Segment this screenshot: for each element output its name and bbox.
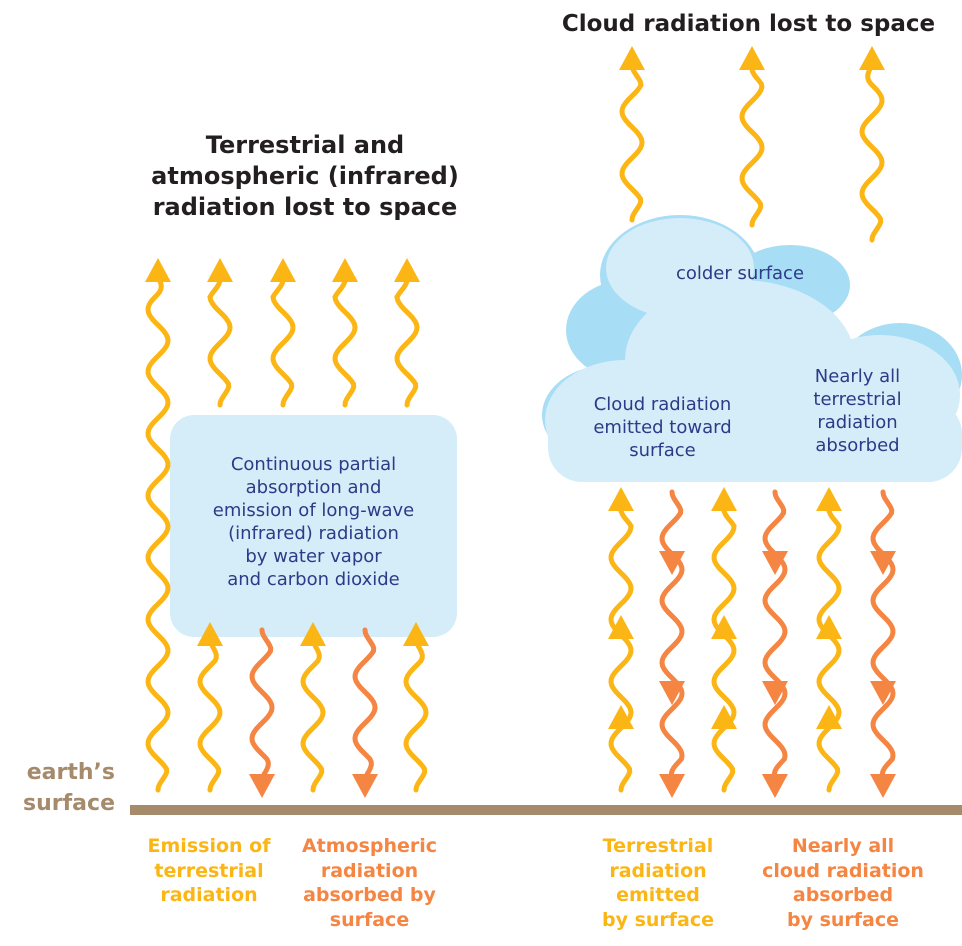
cloud-lost-arrow-3-wave bbox=[859, 66, 885, 243]
earth-surface-label: earth’s surface bbox=[23, 760, 115, 816]
terrestrial-lost-arrow-5-wave bbox=[394, 279, 420, 408]
cloud-absorbed-arrow-2-wave bbox=[762, 489, 788, 777]
cloud-space-title: Cloud radiation lost to space bbox=[561, 11, 936, 37]
atmos-absorbed-arrow-1-wave bbox=[249, 627, 275, 777]
radiation-arrows bbox=[145, 46, 896, 798]
cloud-absorbed-mid-head-a-3 bbox=[870, 551, 896, 575]
surface-emitted-mid-head-b-1 bbox=[608, 705, 634, 729]
terrestrial-lost-arrow-4-head bbox=[332, 258, 358, 282]
cloud-right-text: Nearly all terrestrial radiation absorbe… bbox=[813, 366, 902, 457]
cloud-left-text: Cloud radiation emitted toward surface bbox=[593, 394, 732, 462]
terrestrial-lost-arrow-2-head bbox=[207, 258, 233, 282]
surface-emitted-mid-head-a-1 bbox=[608, 615, 634, 639]
cloud-absorbed-arrow-3-wave bbox=[870, 489, 896, 777]
terrestrial-lost-arrow-5-head bbox=[394, 258, 420, 282]
cloud-absorbed-arrow-1-wave bbox=[659, 489, 685, 777]
terrestrial-lost-arrow-3-head bbox=[270, 258, 296, 282]
surface-emitted-arrow-3-head bbox=[816, 487, 842, 511]
emission-arrow-2-wave bbox=[300, 643, 326, 793]
emission-arrow-1-head bbox=[197, 622, 223, 646]
terrestrial-lost-arrow-4-wave bbox=[332, 279, 358, 408]
surface-emitted-arrow-1-head bbox=[608, 487, 634, 511]
atmosphere-box bbox=[170, 415, 457, 637]
surface-emitted-arrow-1-wave bbox=[608, 508, 634, 793]
label-terrestrial-emitted: Terrestrial radiation emitted by surface bbox=[601, 835, 715, 932]
terrestrial-space-title: Terrestrial and atmospheric (infrared) r… bbox=[151, 131, 459, 222]
cloud-lost-arrow-2-wave bbox=[739, 66, 765, 228]
cloud-absorbed-mid-head-a-2 bbox=[762, 551, 788, 575]
label-cloud-absorbed: Nearly all cloud radiation absorbed by s… bbox=[762, 835, 924, 932]
cloud-lost-arrow-1-wave bbox=[619, 67, 645, 223]
emission-arrow-2-head bbox=[300, 622, 326, 646]
label-atmospheric-absorbed: Atmospheric radiation absorbed by surfac… bbox=[301, 835, 438, 932]
surface-emitted-arrow-2-head bbox=[711, 487, 737, 511]
cloud-shape bbox=[542, 215, 962, 482]
cloud-absorbed-arrow-2-head bbox=[762, 774, 788, 798]
cloud-absorbed-mid-head-b-3 bbox=[870, 681, 896, 705]
emission-arrow-1-wave bbox=[197, 643, 223, 793]
cloud-absorbed-arrow-3-head bbox=[870, 774, 896, 798]
atmos-absorbed-arrow-1-head bbox=[249, 774, 275, 798]
cloud-absorbed-arrow-1-head bbox=[659, 774, 685, 798]
terrestrial-lost-arrow-1-head bbox=[145, 258, 171, 282]
cloud-absorbed-mid-head-a-1 bbox=[659, 551, 685, 575]
cloud-absorbed-mid-head-b-1 bbox=[659, 681, 685, 705]
terrestrial-lost-arrow-3-wave bbox=[270, 279, 296, 408]
cloud-lost-arrow-2-head bbox=[739, 46, 765, 70]
emission-arrow-3-head bbox=[403, 622, 429, 646]
cloud-absorbed-mid-head-b-2 bbox=[762, 681, 788, 705]
surface-emitted-mid-head-b-3 bbox=[816, 705, 842, 729]
emission-arrow-3-wave bbox=[403, 643, 429, 793]
terrestrial-lost-arrow-1-wave bbox=[145, 277, 171, 793]
label-emission-terrestrial: Emission of terrestrial radiation bbox=[147, 835, 271, 907]
cloud-top-text: colder surface bbox=[675, 263, 805, 284]
atmosphere-box-text: Continuous partial absorption and emissi… bbox=[212, 454, 415, 591]
terrestrial-lost-arrow-2-wave bbox=[207, 279, 233, 408]
earth-surface-line bbox=[130, 805, 962, 815]
atmos-absorbed-arrow-2-head bbox=[352, 774, 378, 798]
surface-emitted-mid-head-a-2 bbox=[711, 615, 737, 639]
surface-emitted-arrow-3-wave bbox=[816, 508, 842, 793]
cloud-lost-arrow-1-head bbox=[619, 46, 645, 70]
surface-emitted-arrow-2-wave bbox=[711, 508, 737, 793]
surface-emitted-mid-head-a-3 bbox=[816, 615, 842, 639]
atmos-absorbed-arrow-2-wave bbox=[352, 627, 378, 777]
terrestrial-lost-arrow-6-hidden-wave bbox=[442, 724, 461, 790]
cloud-lost-arrow-3-head bbox=[859, 46, 885, 70]
terrestrial-lost-arrow-6-hidden-head bbox=[439, 700, 465, 724]
surface-emitted-mid-head-b-2 bbox=[711, 705, 737, 729]
